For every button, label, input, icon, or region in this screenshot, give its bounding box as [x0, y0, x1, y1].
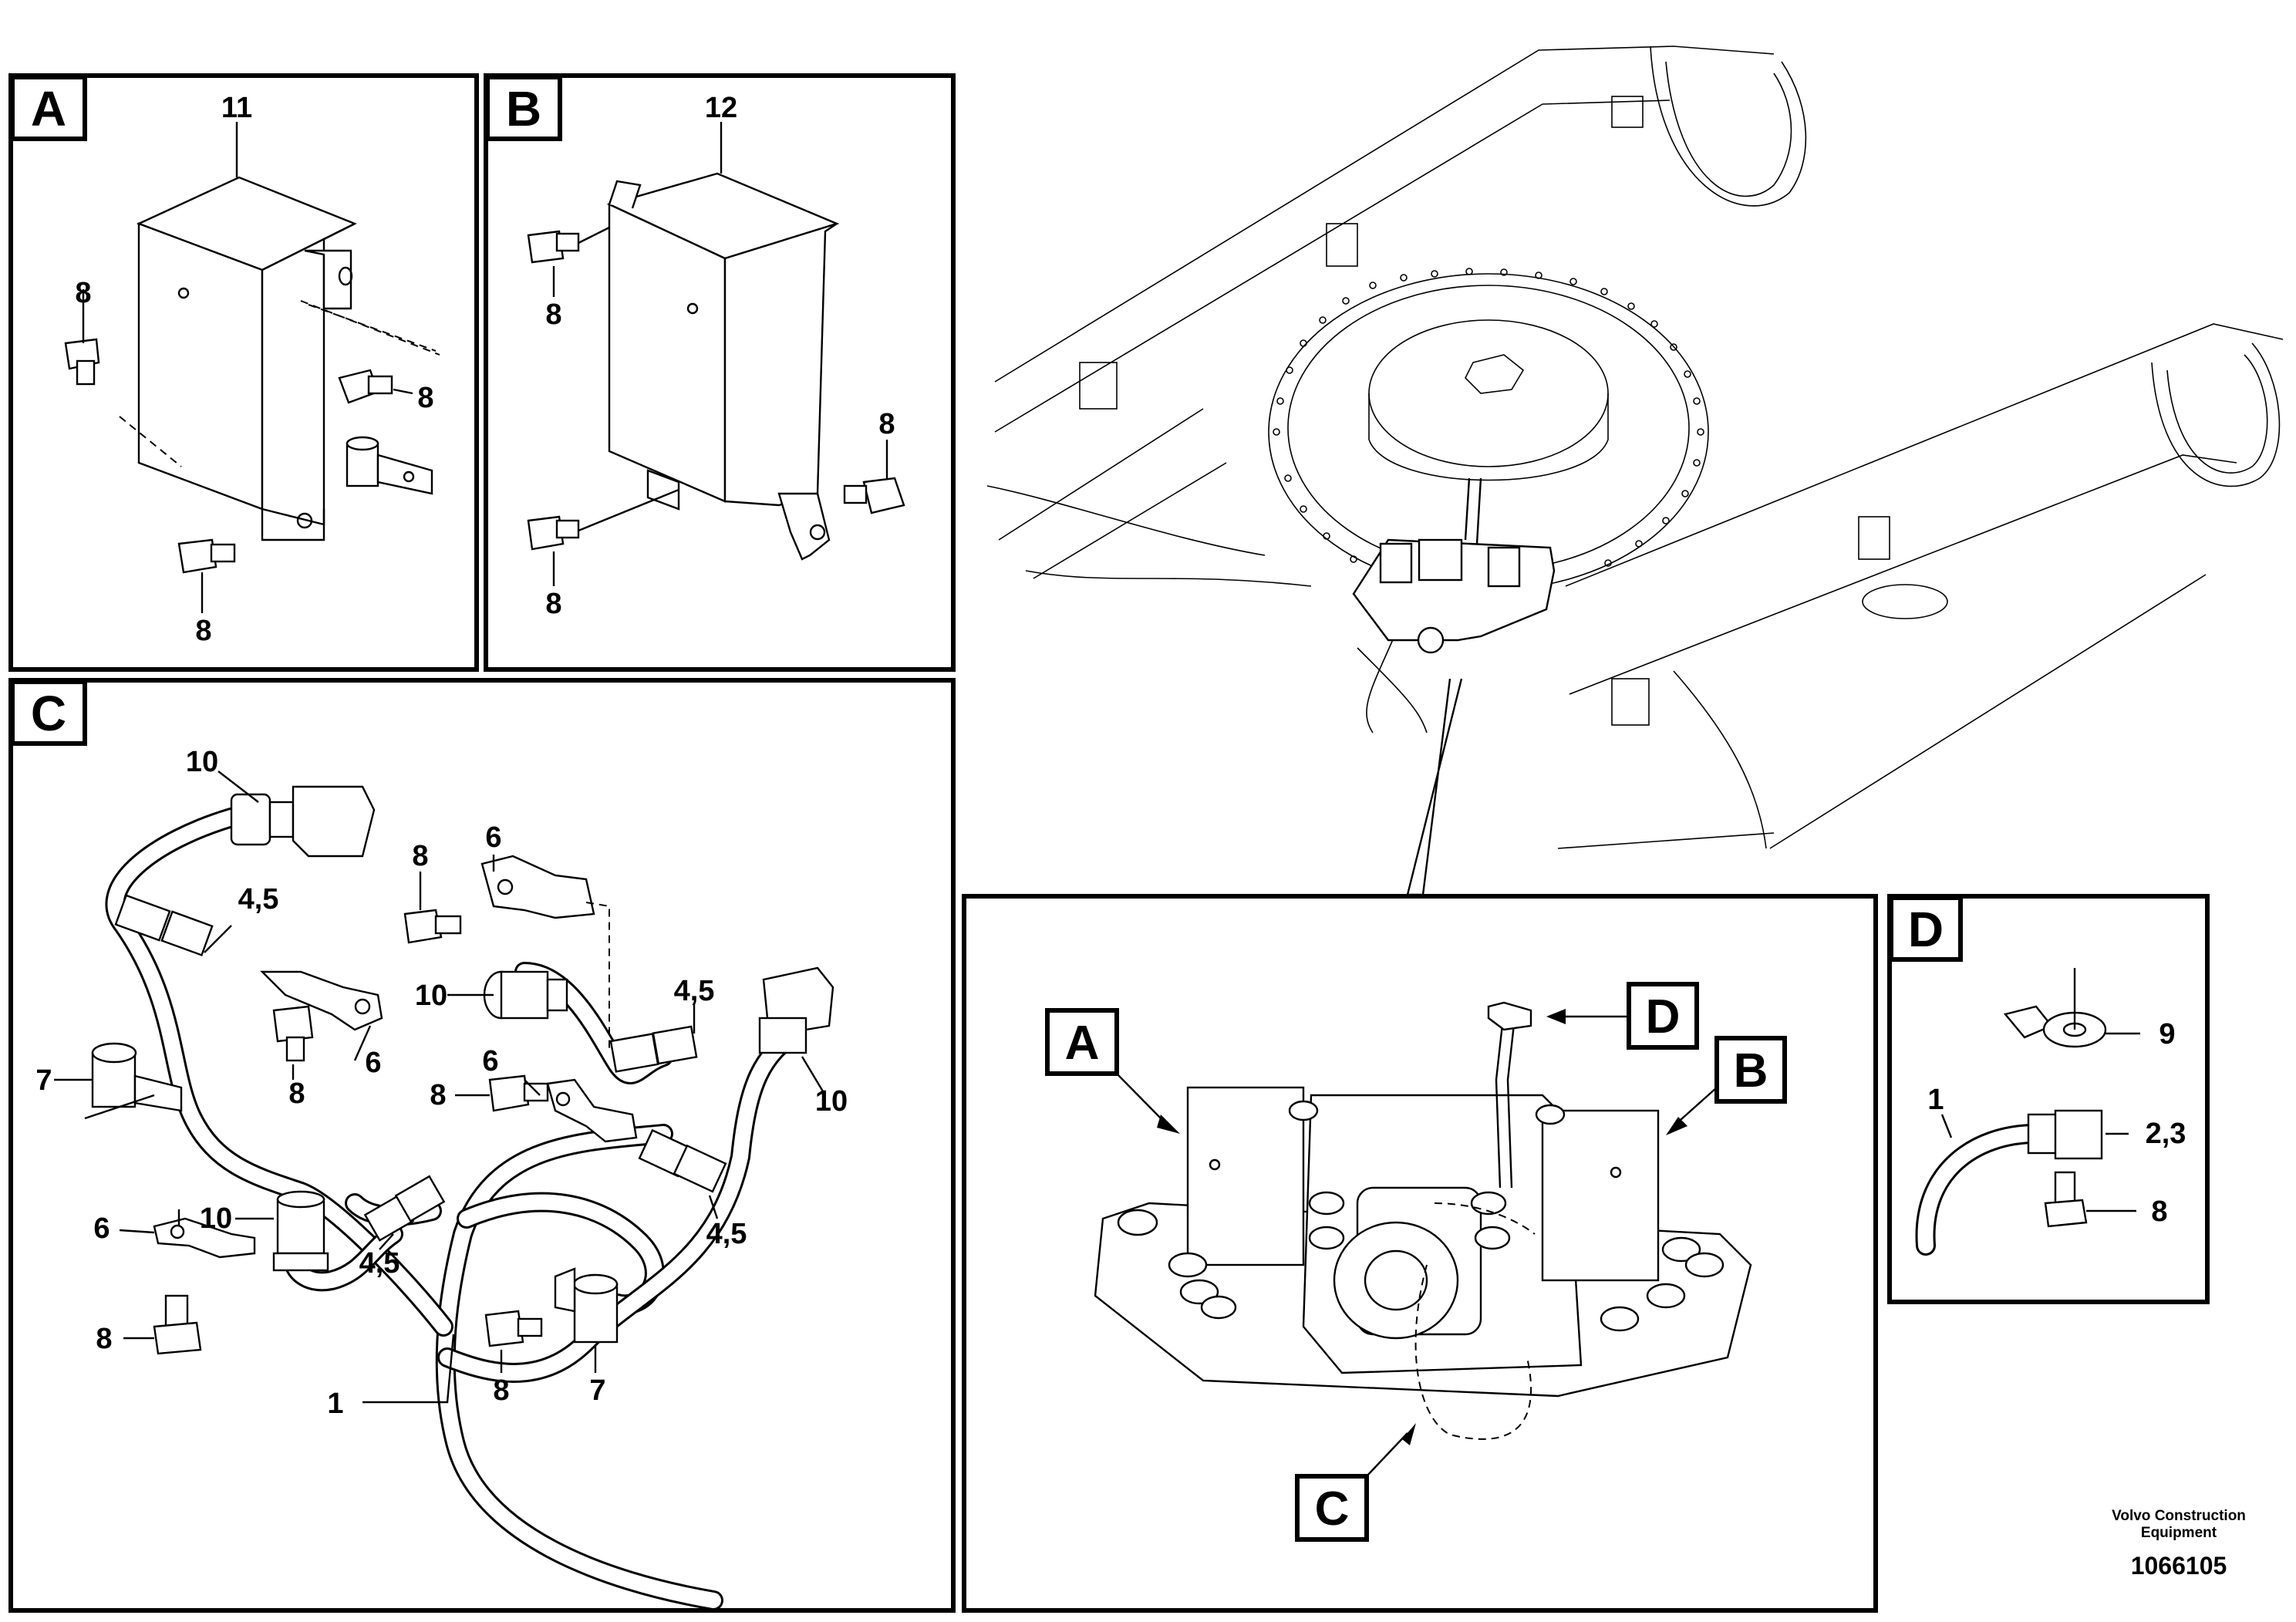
- company-line-1: Volvo Construction: [2112, 1508, 2246, 1524]
- label-10-c1: 10: [186, 746, 218, 778]
- connector-4-5-top: [114, 894, 214, 956]
- undercarriage-overview: [986, 46, 2284, 896]
- label-8-a1: 8: [75, 277, 91, 309]
- sensor-10-top: [230, 785, 376, 858]
- detail-panel: A B C D: [962, 894, 1878, 1613]
- company-line-2: Equipment: [2140, 1525, 2217, 1541]
- label-8-c5: 8: [493, 1374, 509, 1407]
- bolt-8-c-left: [153, 1294, 202, 1355]
- bracket-6-c: [546, 1078, 638, 1143]
- panel-a: A: [8, 73, 479, 672]
- svg-text:B: B: [1734, 1044, 1768, 1098]
- bolt-8-top: [64, 338, 100, 386]
- clip-7-bottom: [554, 1267, 619, 1344]
- label-11: 11: [221, 92, 252, 124]
- label-8-c3: 8: [430, 1079, 446, 1111]
- bolt-8-c-a: [403, 909, 462, 944]
- panel-d-letter: D: [1908, 902, 1944, 957]
- label-10-c4: 10: [815, 1085, 848, 1118]
- label-1-d: 1: [1927, 1084, 1944, 1116]
- bracket-6-left: [153, 1217, 256, 1259]
- label-10-c2: 10: [415, 980, 447, 1012]
- svg-text:A: A: [1065, 1017, 1100, 1070]
- label-4-5-c2: 4,5: [674, 975, 715, 1007]
- label-6-c1: 6: [485, 821, 501, 854]
- bolt-8-c-d: [484, 1310, 543, 1347]
- ring-terminal-9: [2003, 1005, 2107, 1048]
- bolt-8-bottom: [177, 538, 236, 574]
- label-4-5-c1: 4,5: [238, 883, 279, 916]
- panel-c-letter: C: [31, 686, 66, 741]
- label-6-c3: 6: [482, 1045, 498, 1077]
- panel-c: C: [8, 678, 956, 1613]
- bracket-6-a: [480, 855, 595, 919]
- control-box-11: [136, 176, 357, 541]
- label-4-5-c3: 4,5: [359, 1247, 400, 1280]
- callout-a: A: [1045, 1008, 1180, 1134]
- label-8-a2: 8: [417, 382, 433, 414]
- detail-bolts: [1117, 1100, 1725, 1332]
- label-8-b3: 8: [545, 588, 561, 620]
- bolt-8-right: [338, 369, 393, 404]
- label-7-c2: 7: [589, 1374, 605, 1407]
- label-8-c2: 8: [288, 1077, 305, 1110]
- swivel-valve-unit: [1352, 477, 1556, 654]
- company-name: Volvo Construction Equipment: [2082, 1508, 2275, 1542]
- document-number: 1066105: [2130, 1552, 2227, 1580]
- sensor-10-left: [272, 1190, 329, 1272]
- label-8-a3: 8: [195, 615, 211, 647]
- connector-4-5-right: [638, 1128, 727, 1193]
- label-12: 12: [705, 92, 737, 124]
- valve-assembly: [1094, 1086, 1752, 1398]
- bolt-8-b-right: [843, 477, 905, 514]
- label-6-c2: 6: [365, 1047, 381, 1079]
- panel-b-letter: B: [506, 81, 541, 137]
- cable-1-d: [1915, 1124, 2046, 1256]
- label-1-c: 1: [327, 1388, 343, 1420]
- panel-a-letter: A: [31, 81, 66, 137]
- connector-2-3: [2027, 1109, 2103, 1160]
- panel-d: D 9 1 2,3 8: [1887, 894, 2210, 1304]
- connector-4-5-low: [363, 1175, 446, 1242]
- label-7-c1: 7: [35, 1064, 52, 1097]
- panel-b: B 12 8 8 8: [484, 73, 956, 672]
- label-9-d: 9: [2159, 1018, 2175, 1050]
- bracket-6-b: [260, 970, 383, 1031]
- callout-b: B: [1666, 1036, 1787, 1135]
- bolt-8-b-bottom: [527, 515, 580, 551]
- label-2-3-d: 2,3: [2146, 1118, 2186, 1150]
- callout-d: D: [1546, 982, 1699, 1050]
- label-8-b1: 8: [545, 298, 561, 331]
- sensor-10-right: [758, 966, 834, 1054]
- clip-7-left: [91, 1042, 183, 1112]
- connector-4-5-mid: [609, 1025, 698, 1073]
- label-8-c1: 8: [412, 840, 428, 872]
- label-4-5-c4: 4,5: [706, 1218, 747, 1250]
- svg-text:C: C: [1315, 1482, 1350, 1536]
- callout-c: C: [1295, 1423, 1416, 1542]
- sensor-10-mid: [483, 970, 568, 1020]
- label-8-c4: 8: [96, 1323, 112, 1355]
- label-10-c3: 10: [200, 1202, 232, 1235]
- label-8-b2: 8: [878, 408, 895, 440]
- svg-text:D: D: [1646, 990, 1681, 1044]
- clip-bracket-a: [346, 436, 433, 495]
- control-box-12: [606, 172, 840, 561]
- bolt-8-b-top: [527, 230, 580, 264]
- bolt-8-c-b: [272, 1005, 314, 1062]
- label-6-c4: 6: [93, 1212, 110, 1245]
- bolt-8-d: [2044, 1171, 2088, 1228]
- label-8-d: 8: [2151, 1195, 2167, 1228]
